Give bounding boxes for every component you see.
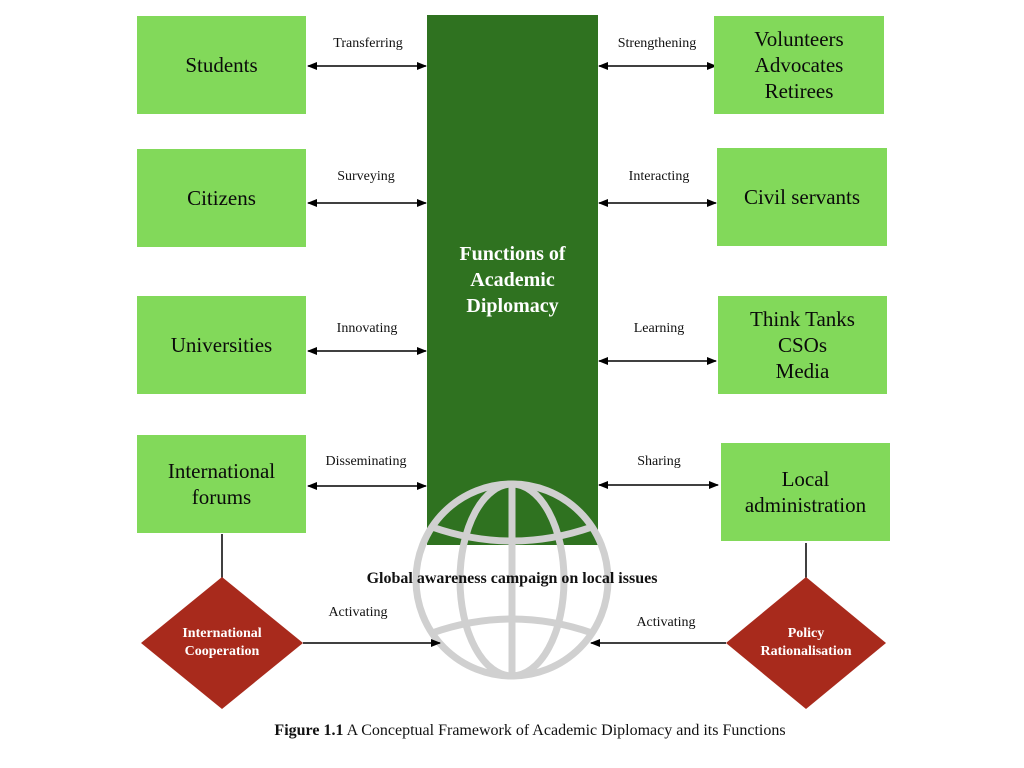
label-activating-right: Activating [636, 615, 696, 630]
label-transferring: Transferring [333, 36, 403, 51]
caption-prefix: Figure 1.1 [274, 722, 344, 739]
label-innovating: Innovating [336, 321, 398, 336]
box-international-forums: International forums [137, 435, 306, 533]
label-activating-left: Activating [328, 605, 388, 620]
diamond-policy-rationalisation-label: Policy Rationalisation [760, 626, 852, 659]
label-sharing: Sharing [637, 454, 681, 469]
figure-caption: Figure 1.1 A Conceptual Framework of Aca… [274, 722, 785, 740]
label-interacting: Interacting [628, 169, 690, 184]
box-universities: Universities [137, 296, 306, 394]
box-think-tanks: Think Tanks CSOs Media [718, 296, 887, 394]
campaign-text: Global awareness campaign on local issue… [366, 570, 658, 587]
functions-title: Functions of Academic Diplomacy [459, 243, 566, 317]
globe-icon [412, 480, 612, 680]
box-civil-servants: Civil servants [717, 148, 887, 246]
label-disseminating: Disseminating [325, 454, 407, 469]
label-learning: Learning [633, 321, 685, 336]
diamond-international-cooperation-label: International Cooperation [182, 626, 262, 659]
caption-text: A Conceptual Framework of Academic Diplo… [343, 722, 786, 739]
functions-column [427, 15, 598, 545]
label-strengthening: Strengthening [617, 36, 697, 51]
box-local-administration: Local administration [721, 443, 890, 541]
box-volunteers: Volunteers Advocates Retirees [714, 16, 884, 114]
diamond-international-cooperation [141, 577, 303, 709]
label-surveying: Surveying [337, 169, 395, 184]
box-citizens: Citizens [137, 149, 306, 247]
diamond-policy-rationalisation [726, 577, 886, 709]
box-students: Students [137, 16, 306, 114]
